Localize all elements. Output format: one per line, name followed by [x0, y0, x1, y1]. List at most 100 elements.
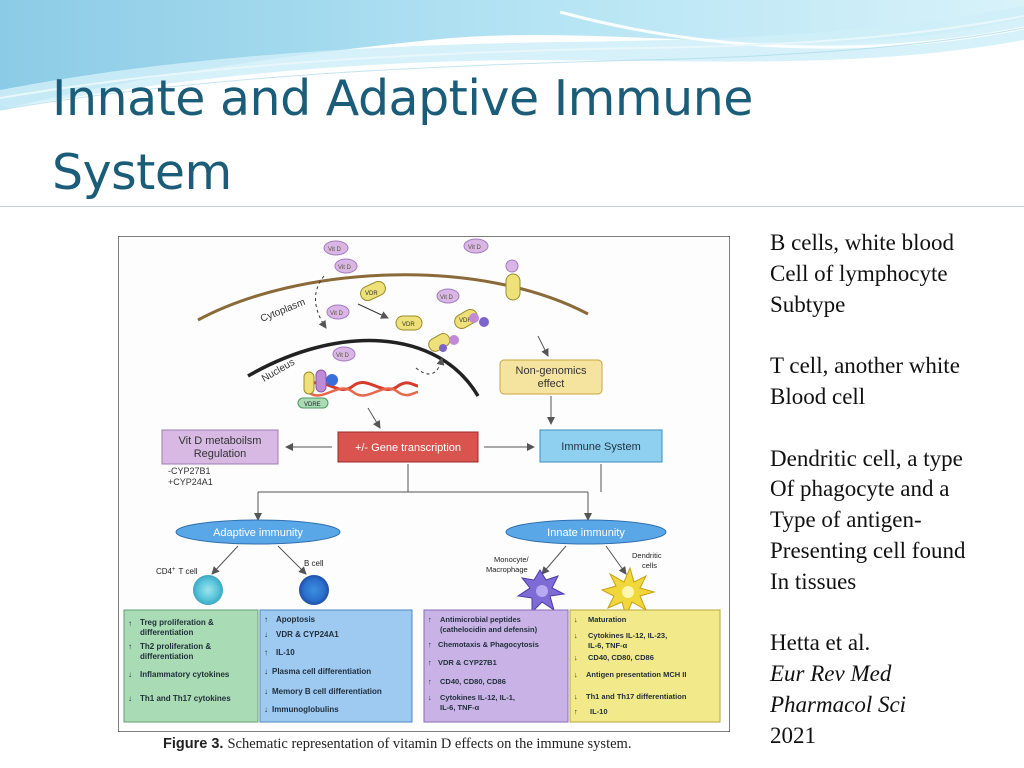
title-line-2: System — [52, 144, 232, 201]
svg-text:↓: ↓ — [128, 694, 132, 703]
metabolism-regulation-box: Vit D metaboilsm Regulation — [161, 429, 279, 465]
svg-text:↑: ↑ — [128, 619, 132, 628]
citation-journal: Pharmacol Sci — [770, 691, 907, 717]
box4-line: CD40, CD80, CD86 — [588, 653, 654, 662]
citation-authors: Hetta et al. — [770, 630, 871, 656]
svg-text:Immune System: Immune System — [561, 441, 640, 453]
caption-text: Schematic representation of vitamin D ef… — [227, 736, 632, 752]
box1-line: differentiation — [140, 628, 193, 637]
box4-line: Antigen presentation MCH II — [586, 670, 686, 679]
title-line-1: Innate and Adaptive Immune — [52, 70, 753, 127]
innate-immunity-ellipse: Innate immunity — [505, 519, 667, 545]
cyp24a1-label: +CYP24A1 — [168, 477, 213, 487]
box1-line: Inflammatory cytokines — [140, 670, 230, 679]
box1-line: Th1 and Th17 cytokines — [140, 694, 231, 703]
slide-title: Innate and Adaptive Immune System — [52, 62, 872, 210]
vitd-molecule: Vit D — [326, 304, 350, 320]
note-dendritic: Dendritic cell, a type Of phagocyte and … — [770, 445, 966, 594]
box4-line: IL-6, TNF-α — [588, 641, 628, 650]
bcell-effects-box — [259, 609, 413, 723]
box4-line: IL-10 — [590, 707, 608, 716]
svg-text:↓: ↓ — [574, 692, 578, 701]
svg-text:Vit D metaboilsm: Vit D metaboilsm — [179, 435, 262, 447]
immune-system-box: Immune System — [539, 429, 663, 463]
svg-text:VDR: VDR — [402, 322, 415, 328]
svg-text:VDR: VDR — [459, 318, 472, 324]
vdr-receptor: VDR — [360, 280, 386, 302]
svg-text:VDR: VDR — [365, 291, 378, 297]
svg-text:↑: ↑ — [428, 658, 432, 667]
svg-text:Non-genomics: Non-genomics — [516, 365, 587, 377]
svg-text:Vit D: Vit D — [440, 295, 454, 301]
box2-line: VDR & CYP24A1 — [276, 630, 339, 639]
t-cell-illustration — [193, 575, 223, 605]
svg-text:↓: ↓ — [264, 667, 268, 676]
svg-text:↓: ↓ — [264, 630, 268, 639]
vitd-molecule: Vit D — [323, 240, 349, 256]
title-divider — [0, 206, 1024, 207]
box4-line: Cytokines IL-12, IL-23, — [588, 631, 667, 640]
citation-journal: Eur Rev Med — [770, 661, 892, 687]
vitd-molecule: Vit D — [334, 258, 358, 274]
svg-text:↑: ↑ — [264, 648, 268, 657]
box3-line: Chemotaxis & Phagocytosis — [438, 640, 539, 649]
figure-caption: Figure 3.Schematic representation of vit… — [163, 736, 631, 753]
box4-line: Maturation — [588, 615, 627, 624]
svg-text:Regulation: Regulation — [194, 448, 247, 460]
svg-text:Vit D: Vit D — [336, 353, 350, 359]
box3-line: Antimicrobial peptides — [440, 615, 521, 624]
vdr-receptor — [505, 273, 521, 301]
box2-line: Apoptosis — [276, 615, 316, 624]
monocyte-label: Monocyte/ — [494, 555, 530, 564]
svg-text:Vit D: Vit D — [338, 265, 352, 271]
box1-line: Th2 proliferation & — [140, 642, 211, 651]
cd4-tcell-label: CD4+T cell — [156, 567, 198, 576]
header-wave-decoration — [0, 0, 1024, 210]
adaptive-immunity-ellipse: Adaptive immunity — [175, 519, 341, 545]
note-t-cell: T cell, another white Blood cell — [770, 353, 960, 409]
macrophage-effects-box — [423, 609, 569, 723]
macrophage-illustration — [516, 569, 566, 614]
box3-line: VDR & CYP27B1 — [438, 658, 497, 667]
svg-text:↓: ↓ — [574, 670, 578, 679]
cytoplasm-membrane — [197, 273, 589, 322]
svg-text:↓: ↓ — [574, 615, 578, 624]
svg-text:↑: ↑ — [428, 615, 432, 624]
note-citation: Hetta et al. Eur Rev Med Pharmacol Sci 2… — [770, 628, 1020, 751]
svg-text:Vit D: Vit D — [330, 311, 344, 317]
dendritic-label: Dendritic — [632, 551, 662, 560]
svg-text:↓: ↓ — [264, 687, 268, 696]
svg-text:VDRE: VDRE — [304, 402, 321, 408]
citation-year: 2021 — [770, 722, 816, 748]
box2-line: IL-10 — [276, 648, 295, 657]
svg-text:↑: ↑ — [264, 615, 268, 624]
svg-text:↑: ↑ — [574, 707, 578, 716]
vitd-molecule: Vit D — [332, 346, 356, 362]
box2-line: Plasma cell differentiation — [272, 667, 371, 676]
svg-text:+/- Gene transcription: +/- Gene transcription — [355, 442, 461, 454]
box2-line: Immunoglobulins — [272, 705, 339, 714]
dendritic-cells-label: cells — [642, 561, 657, 570]
svg-text:Vit D: Vit D — [468, 245, 482, 251]
caption-label: Figure 3. — [163, 736, 224, 752]
svg-text:Adaptive immunity: Adaptive immunity — [213, 527, 303, 539]
cyp27b1-label: -CYP27B1 — [168, 466, 211, 476]
tcell-effects-box — [123, 609, 259, 723]
gene-transcription-box: +/- Gene transcription — [337, 431, 479, 463]
nuclear-membrane — [247, 338, 480, 397]
svg-text:↑: ↑ — [428, 677, 432, 686]
svg-text:Vit D: Vit D — [328, 247, 342, 253]
svg-text:↑: ↑ — [128, 642, 132, 651]
svg-text:↑: ↑ — [428, 640, 432, 649]
bcell-label: B cell — [304, 559, 324, 568]
svg-text:↓: ↓ — [574, 653, 578, 662]
svg-text:Innate immunity: Innate immunity — [547, 527, 625, 539]
vdr-receptor: VDR — [395, 315, 423, 331]
box3-line: CD40, CD80, CD86 — [440, 677, 506, 686]
immune-figure: Cytoplasm Nucleus Vit D Vit D Vit D Vit … — [118, 236, 730, 732]
dna-helix: VDRE — [297, 369, 419, 409]
macrophage-label: Macrophage — [486, 565, 528, 574]
svg-text:↓: ↓ — [574, 631, 578, 640]
svg-text:↓: ↓ — [128, 670, 132, 679]
